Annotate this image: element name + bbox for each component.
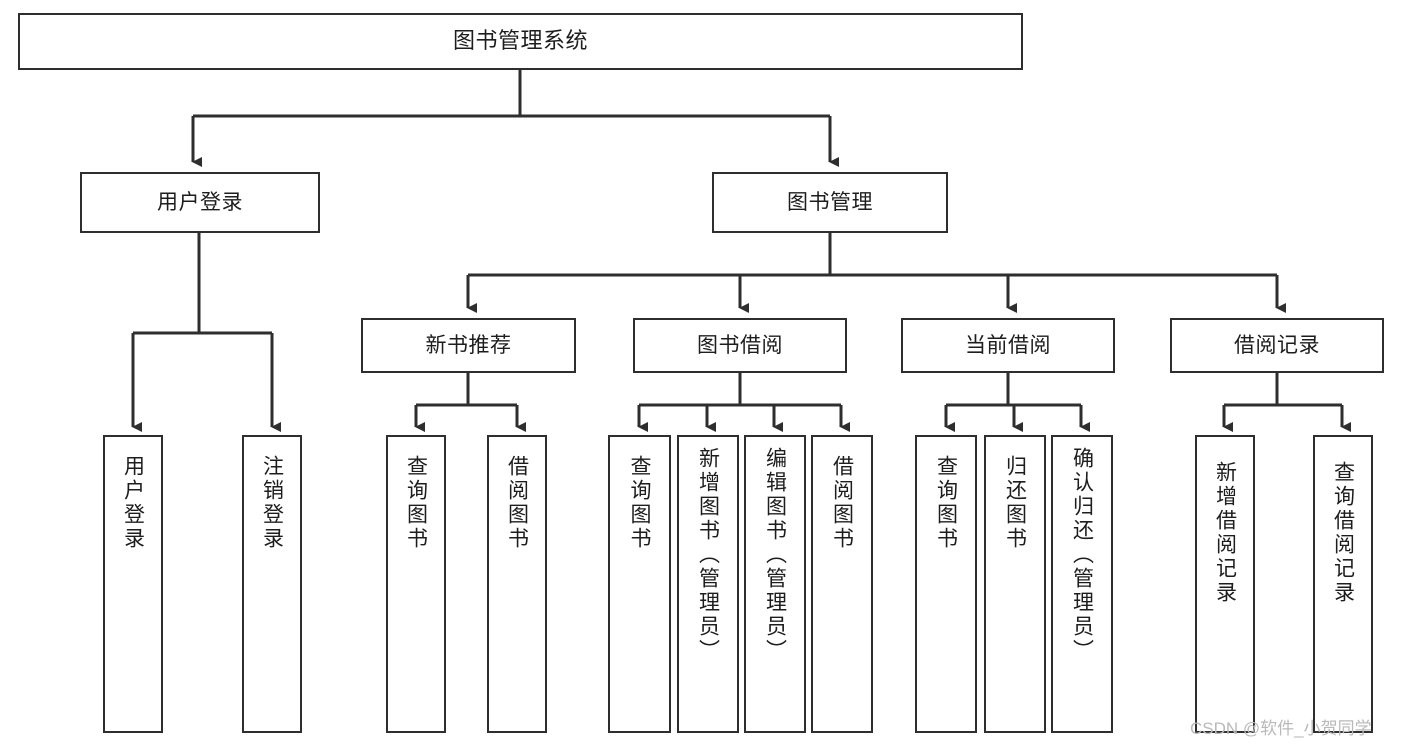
node-label-leaf-query-book-a: 查询图书 xyxy=(404,455,428,551)
node-label-new-book-recommendation: 新书推荐 xyxy=(425,333,512,357)
node-leaf-borrow-book-b[interactable]: 借阅图书 xyxy=(811,435,873,733)
node-book-management[interactable]: 图书管理 xyxy=(712,172,948,233)
node-leaf-add-borrow-record[interactable]: 新增借阅记录 xyxy=(1195,435,1255,733)
node-leaf-logout[interactable]: 注销登录 xyxy=(242,435,302,733)
node-leaf-query-book-a[interactable]: 查询图书 xyxy=(386,435,446,733)
node-label-borrow-record: 借阅记录 xyxy=(1234,333,1320,357)
node-new-book-recommendation[interactable]: 新书推荐 xyxy=(361,318,576,373)
node-leaf-confirm-return[interactable]: 确认归还（管理员） xyxy=(1051,435,1113,733)
node-leaf-query-borrow-record[interactable]: 查询借阅记录 xyxy=(1313,435,1373,733)
node-label-user-login: 用户登录 xyxy=(157,190,243,214)
node-book-borrow[interactable]: 图书借阅 xyxy=(633,318,847,373)
node-label-leaf-query-book-b: 查询图书 xyxy=(628,455,651,551)
node-leaf-user-login[interactable]: 用户登录 xyxy=(103,435,163,733)
connector-lines xyxy=(131,70,1351,432)
node-label-book-management: 图书管理 xyxy=(787,190,873,214)
node-label-leaf-borrow-book-a: 借阅图书 xyxy=(505,455,529,551)
node-book-management-system[interactable]: 图书管理系统 xyxy=(18,13,1023,70)
node-label-leaf-query-book-c: 查询图书 xyxy=(934,455,958,551)
node-leaf-query-book-c[interactable]: 查询图书 xyxy=(915,435,977,733)
node-leaf-add-book[interactable]: 新增图书（管理员） xyxy=(677,435,739,733)
node-label-leaf-edit-book: 编辑图书（管理员） xyxy=(763,447,787,663)
node-leaf-borrow-book-a[interactable]: 借阅图书 xyxy=(487,435,547,733)
node-label-leaf-confirm-return: 确认归还（管理员） xyxy=(1070,447,1094,663)
node-label-root: 图书管理系统 xyxy=(452,28,588,54)
node-label-current-borrow: 当前借阅 xyxy=(965,333,1051,357)
node-label-leaf-return-book: 归还图书 xyxy=(1003,455,1027,551)
node-current-borrow[interactable]: 当前借阅 xyxy=(901,318,1115,373)
node-leaf-edit-book[interactable]: 编辑图书（管理员） xyxy=(744,435,806,733)
node-label-leaf-user-login: 用户登录 xyxy=(121,455,145,551)
node-user-login[interactable]: 用户登录 xyxy=(80,172,320,233)
node-label-leaf-borrow-book-b: 借阅图书 xyxy=(830,455,854,551)
node-leaf-query-book-b[interactable]: 查询图书 xyxy=(608,435,671,733)
node-label-leaf-add-book: 新增图书（管理员） xyxy=(696,447,720,663)
node-label-leaf-query-borrow-record: 查询借阅记录 xyxy=(1331,461,1355,605)
node-borrow-record[interactable]: 借阅记录 xyxy=(1170,318,1384,373)
node-label-leaf-logout: 注销登录 xyxy=(260,455,284,551)
node-label-leaf-add-borrow-record: 新增借阅记录 xyxy=(1213,461,1237,605)
node-leaf-return-book[interactable]: 归还图书 xyxy=(984,435,1046,733)
node-label-book-borrow: 图书借阅 xyxy=(697,333,783,357)
